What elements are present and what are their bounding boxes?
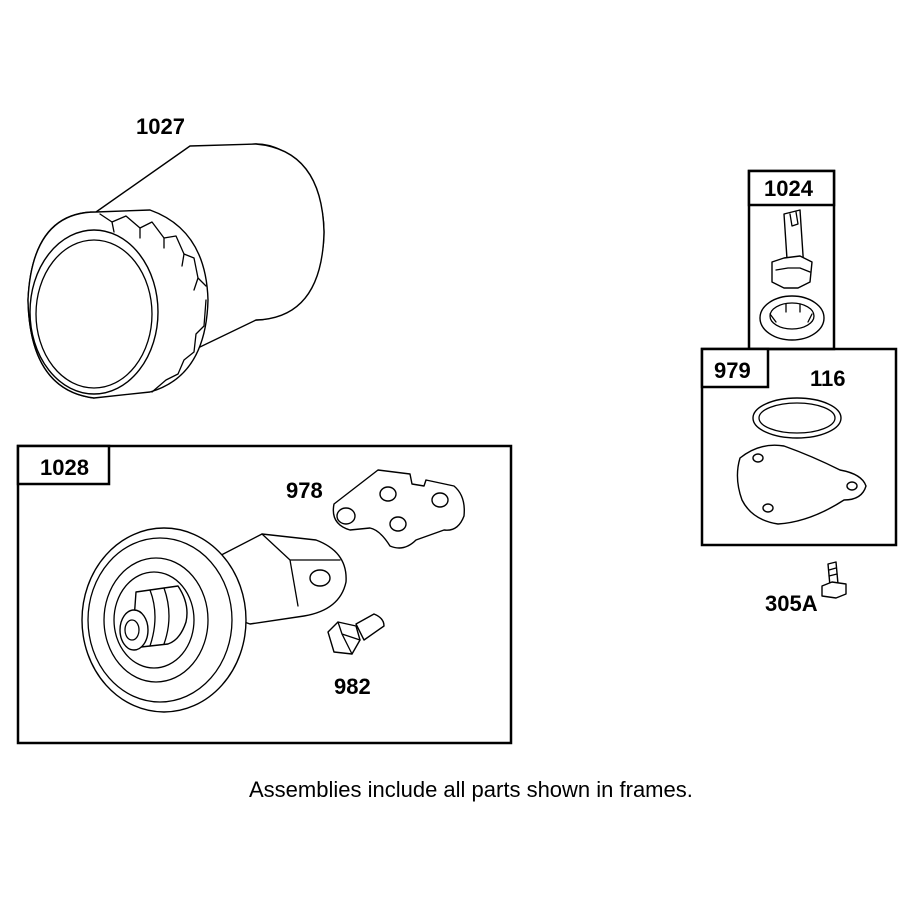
- label-982: 982: [334, 674, 371, 699]
- frame-1028: [16, 444, 513, 745]
- frame-979: [700, 347, 898, 547]
- pump-rotor: [759, 209, 825, 341]
- footnote: Assemblies include all parts shown in fr…: [249, 777, 693, 802]
- label-1024: 1024: [764, 176, 814, 201]
- screw-982: [327, 613, 385, 655]
- bolt-305a: [821, 561, 847, 599]
- filter-adapter: [81, 527, 347, 713]
- oil-filter-1027: [27, 143, 325, 399]
- label-116: 116: [810, 366, 846, 391]
- bracket-978: [332, 469, 465, 549]
- label-979: 979: [714, 358, 751, 383]
- o-ring-116: [752, 397, 842, 439]
- label-1028: 1028: [40, 455, 89, 480]
- label-1027: 1027: [136, 114, 185, 139]
- label-978: 978: [286, 478, 323, 503]
- frame-1024: [747, 169, 836, 351]
- label-305a: 305A: [765, 591, 818, 616]
- pump-cover: [736, 444, 867, 525]
